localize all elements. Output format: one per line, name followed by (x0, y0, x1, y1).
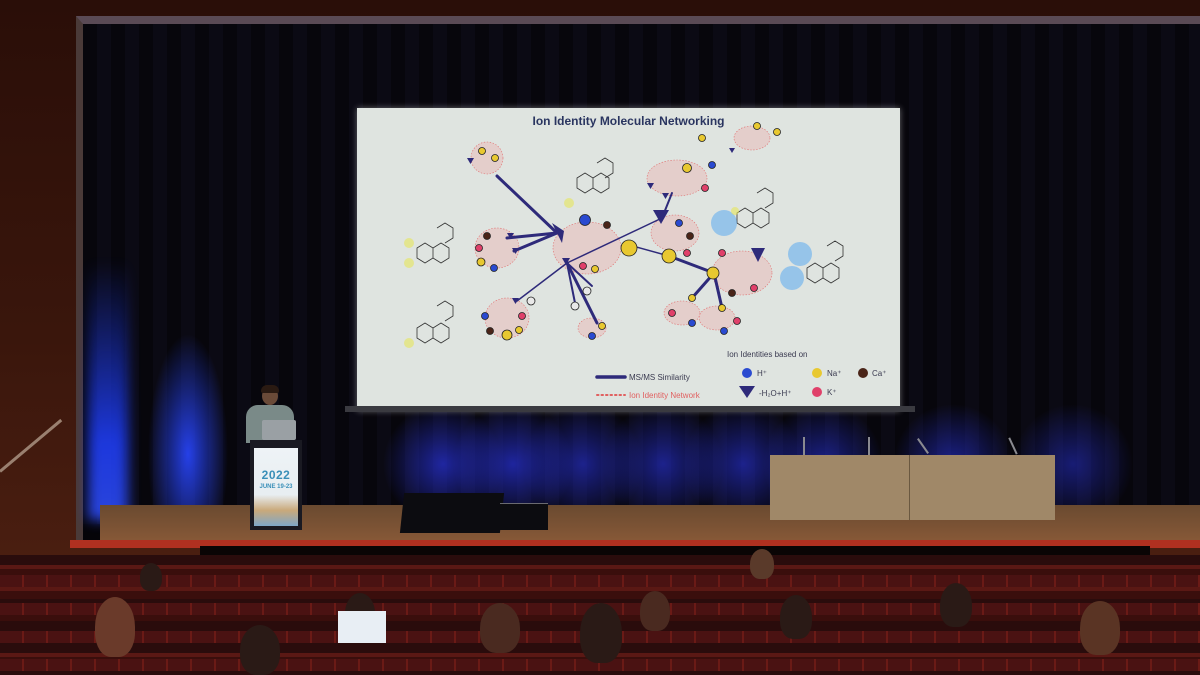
blue-stage-light (88, 260, 128, 520)
legend-ion-water-loss: -H₂O+H⁺ (759, 389, 791, 398)
podium-year: 2022 (261, 468, 291, 482)
legend-ion-h: H⁺ (757, 369, 767, 378)
table-microphone (803, 437, 805, 455)
panel-table-divider (909, 455, 910, 520)
legend-ion-ca: Ca⁺ (872, 369, 886, 378)
audience-member (240, 625, 280, 675)
stage-edge (70, 540, 1200, 548)
audience-member (780, 595, 812, 639)
speaker-hair (261, 385, 279, 393)
audience-member (940, 583, 972, 627)
stage-monitor (399, 493, 505, 533)
legend-ion-na: Na⁺ (827, 369, 841, 378)
audience-member (95, 597, 135, 657)
seat-row (0, 659, 1200, 671)
audience-member (140, 563, 162, 591)
legend-ms-similarity: MS/MS Similarity (629, 373, 690, 382)
network-diagram: MS/MS Similarity Ion Identity Network Io… (404, 122, 886, 400)
projection-screen: MS/MS Similarity Ion Identity Network Io… (357, 108, 900, 411)
panel-table (770, 455, 1055, 520)
audience-member (1080, 601, 1120, 655)
table-microphone (868, 437, 870, 455)
podium-banner (254, 448, 298, 526)
audience-member (640, 591, 670, 631)
laptop (262, 420, 296, 440)
confidence-monitor (500, 503, 548, 530)
podium-dates: JUNE 19-23 (259, 484, 293, 490)
audience-member (480, 603, 520, 653)
legend-ion-identity-network: Ion Identity Network (629, 391, 701, 400)
audience-member (750, 549, 774, 579)
audience-laptop-screen (338, 611, 386, 643)
legend-ion-k: K⁺ (827, 388, 837, 397)
audience-seating (0, 549, 1200, 675)
legend-ion-heading: Ion Identities based on (727, 350, 808, 359)
seat-row (0, 575, 1200, 587)
screen-bottom-frame (345, 406, 915, 412)
slide-title: Ion Identity Molecular Networking (532, 114, 725, 128)
audience-member (580, 603, 622, 663)
